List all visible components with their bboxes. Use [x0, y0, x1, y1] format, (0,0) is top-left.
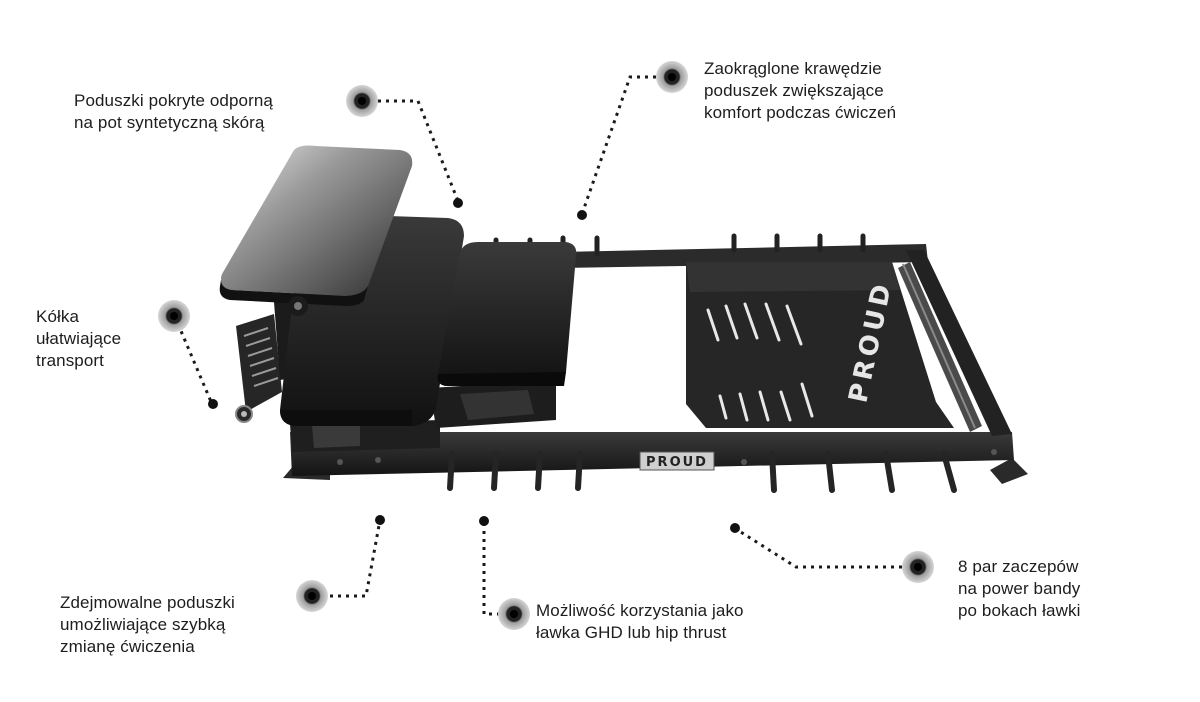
callout-line: Zaokrąglone krawędzie: [704, 59, 882, 78]
callout-line: na pot syntetyczną skórą: [74, 113, 265, 132]
foot-platform: PROUD: [686, 262, 954, 428]
callout-line: poduszek zwiększające: [704, 81, 884, 100]
marker-rounded-edges: [656, 61, 688, 93]
brand-plate-text: PROUD: [646, 455, 708, 470]
marker-removable-cushions: [296, 580, 328, 612]
leader-end-dots: [208, 198, 740, 533]
ghd-bench-illustration: PROUD PROUD: [219, 145, 1028, 493]
leader-rounded-edges: [580, 75, 656, 215]
leader-removable-cushions: [330, 519, 382, 598]
knee-cushion: [437, 242, 577, 386]
callout-line: zmianę ćwiczenia: [60, 637, 195, 656]
leader-cushions-leather: [378, 99, 460, 202]
callout-line: Zdejmowalne poduszki: [60, 593, 235, 612]
callout-ghd-hip-thrust: Możliwość korzystania jako ławka GHD lub…: [536, 600, 744, 644]
callout-line: 8 par zaczepów: [958, 557, 1079, 576]
marker-wheels: [158, 300, 190, 332]
callout-line: Możliwość korzystania jako: [536, 601, 744, 620]
transport-wheels: [235, 314, 282, 423]
marker-ghd-hip-thrust: [498, 598, 530, 630]
marker-cushions-leather: [346, 85, 378, 117]
callout-markers: [158, 61, 934, 630]
brand-plate: PROUD: [639, 451, 715, 471]
callout-band-pegs: 8 par zaczepów na power bandy po bokach …: [958, 556, 1080, 622]
front-pegs: [447, 451, 957, 493]
callout-removable-cushions: Zdejmowalne poduszki umożliwiające szybk…: [60, 592, 235, 658]
callout-line: ławka GHD lub hip thrust: [536, 623, 727, 642]
marker-band-pegs: [902, 551, 934, 583]
base-plate-right: [990, 458, 1028, 484]
callout-line: po bokach ławki: [958, 601, 1081, 620]
callout-line: Kółka: [36, 307, 80, 326]
callout-line: ułatwiające: [36, 329, 122, 348]
callout-line: transport: [36, 351, 104, 370]
callout-line: na power bandy: [958, 579, 1081, 598]
leader-wheels: [176, 323, 214, 405]
leader-band-pegs: [735, 527, 902, 569]
leader-ghd-hip-thrust: [482, 520, 500, 616]
right-side-rail: [906, 250, 1012, 436]
callout-line: umożliwiające szybką: [60, 615, 226, 634]
callout-wheels: Kółka ułatwiające transport: [36, 306, 121, 372]
callout-leaders: [176, 75, 902, 616]
callout-rounded-edges: Zaokrąglone krawędzie poduszek zwiększaj…: [704, 58, 896, 124]
callout-line: komfort podczas ćwiczeń: [704, 103, 897, 122]
top-cushion: [219, 145, 413, 316]
callout-line: Poduszki pokryte odporną: [74, 91, 273, 110]
callout-cushions-leather: Poduszki pokryte odporną na pot syntetyc…: [74, 90, 273, 134]
